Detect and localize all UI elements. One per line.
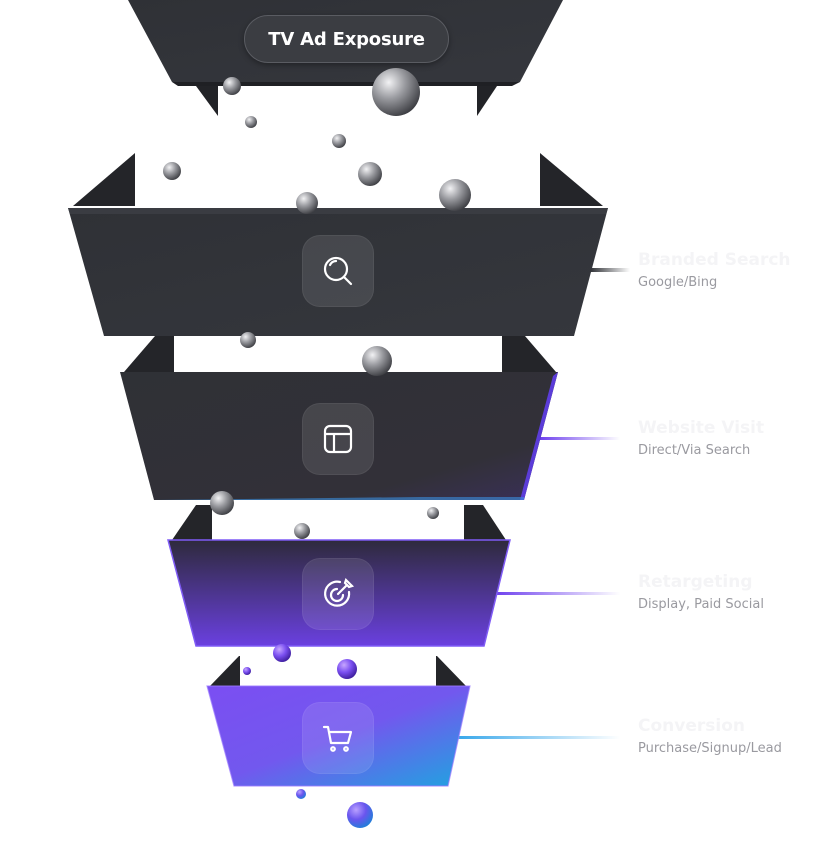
stage-4-icon-tile	[302, 702, 374, 774]
tv-ad-exposure-label: TV Ad Exposure	[268, 28, 425, 50]
stage-1-title: Branded Search	[638, 250, 791, 270]
connector-line-3	[495, 592, 620, 595]
target-icon	[324, 577, 355, 607]
stage-2-label: Website Visit Direct/Via Search	[638, 418, 764, 459]
stage-2-subtitle: Direct/Via Search	[638, 443, 751, 458]
connector-line-1	[590, 268, 630, 272]
stage-2-icon-tile	[302, 403, 374, 475]
stage-3-subtitle: Display, Paid Social	[638, 597, 764, 612]
stage-2-title: Website Visit	[638, 418, 765, 438]
search-icon	[323, 256, 353, 286]
stage-3-icon-tile	[302, 558, 374, 630]
tv-ad-exposure-badge: TV Ad Exposure	[244, 15, 449, 63]
connector-line-2	[540, 437, 620, 440]
funnel-stage-2	[120, 336, 558, 500]
stage-1-icon-tile	[302, 235, 374, 307]
layout-icon	[323, 424, 353, 454]
stage-4-label: Conversion Purchase/Signup/Lead	[638, 716, 782, 757]
cart-icon	[322, 725, 353, 752]
stage-3-label: Retargeting Display, Paid Social	[638, 572, 764, 613]
stage-1-label: Branded Search Google/Bing	[638, 250, 791, 291]
connector-line-4	[455, 736, 620, 739]
funnel-stage-1	[68, 153, 608, 336]
stage-4-subtitle: Purchase/Signup/Lead	[638, 741, 782, 756]
particle-balls	[163, 68, 471, 828]
stage-1-subtitle: Google/Bing	[638, 275, 718, 290]
stage-4-title: Conversion	[638, 716, 745, 736]
stage-3-title: Retargeting	[638, 572, 753, 592]
